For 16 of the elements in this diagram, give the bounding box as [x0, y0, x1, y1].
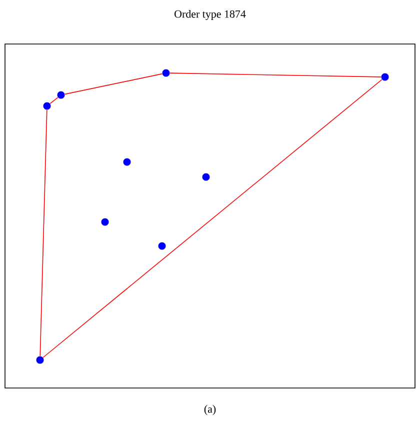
point — [43, 102, 51, 110]
point — [123, 158, 131, 166]
hull-line — [40, 110, 48, 356]
hull-line — [50, 97, 58, 104]
point — [381, 73, 389, 81]
point — [57, 91, 65, 99]
hull-line — [170, 72, 382, 78]
title: Order type 1874 — [174, 10, 246, 20]
point — [36, 356, 44, 364]
point — [158, 242, 166, 250]
hull-line — [42, 79, 382, 358]
point — [162, 69, 170, 77]
hull-line — [64, 73, 163, 95]
point — [202, 173, 210, 181]
caption: (a) — [204, 405, 216, 415]
point — [101, 218, 109, 226]
